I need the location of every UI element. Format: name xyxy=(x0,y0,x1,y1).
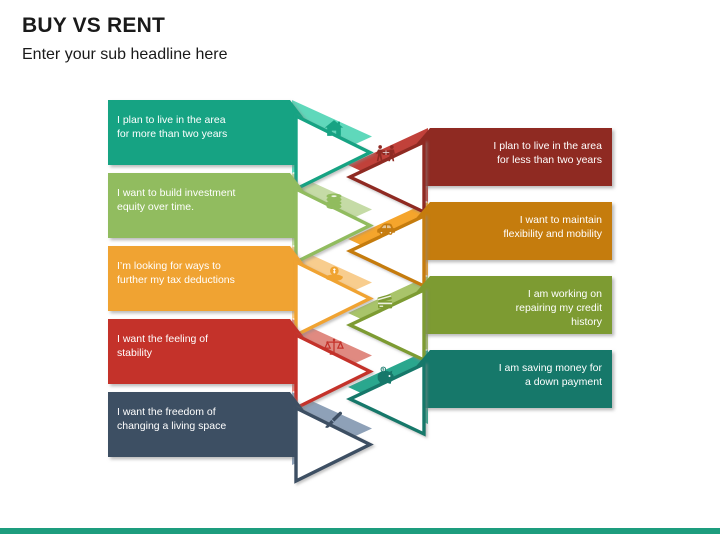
movers-box-icon xyxy=(376,145,395,162)
left-items xyxy=(108,100,374,484)
left-banner-4[interactable] xyxy=(108,319,340,384)
house-icon xyxy=(324,120,344,136)
left-item-2[interactable] xyxy=(108,173,374,265)
left-banner-2[interactable] xyxy=(108,173,340,238)
paintbrush-icon xyxy=(325,411,343,428)
left-banner-5[interactable] xyxy=(108,392,340,457)
car-icon xyxy=(377,223,395,235)
left-open-triangle-4 xyxy=(294,332,374,411)
left-open-triangle-5 xyxy=(294,405,374,484)
left-banner-3[interactable] xyxy=(108,246,340,311)
right-banner-1[interactable] xyxy=(380,128,612,186)
right-item-3[interactable] xyxy=(346,276,612,363)
right-banner-4[interactable] xyxy=(380,350,612,408)
right-item-4[interactable]: $ xyxy=(346,350,612,437)
svg-text:$: $ xyxy=(382,368,384,372)
right-banner-2[interactable] xyxy=(380,202,612,260)
right-item-2[interactable] xyxy=(346,202,612,289)
left-item-1[interactable] xyxy=(108,100,374,192)
right-banner-3[interactable] xyxy=(380,276,612,334)
left-item-3[interactable] xyxy=(108,246,374,338)
balance-scales-icon xyxy=(324,338,344,355)
right-items: $ xyxy=(346,128,612,437)
right-open-triangle-1 xyxy=(346,139,426,215)
right-item-1[interactable] xyxy=(346,128,612,215)
right-open-triangle-2 xyxy=(346,213,426,289)
left-item-5[interactable] xyxy=(108,392,374,484)
credit-cards-icon xyxy=(377,294,393,309)
coins-stack-icon xyxy=(326,193,342,210)
left-item-4[interactable] xyxy=(108,319,374,411)
page-title: BUY VS RENT xyxy=(22,14,166,37)
left-open-triangle-1 xyxy=(294,113,374,192)
bottom-accent-bar xyxy=(0,528,720,534)
page-subtitle: Enter your sub headline here xyxy=(22,46,228,63)
left-banner-1[interactable] xyxy=(108,100,340,165)
money-in-hand-icon xyxy=(325,266,343,281)
piggy-bank-icon: $ xyxy=(377,366,396,384)
